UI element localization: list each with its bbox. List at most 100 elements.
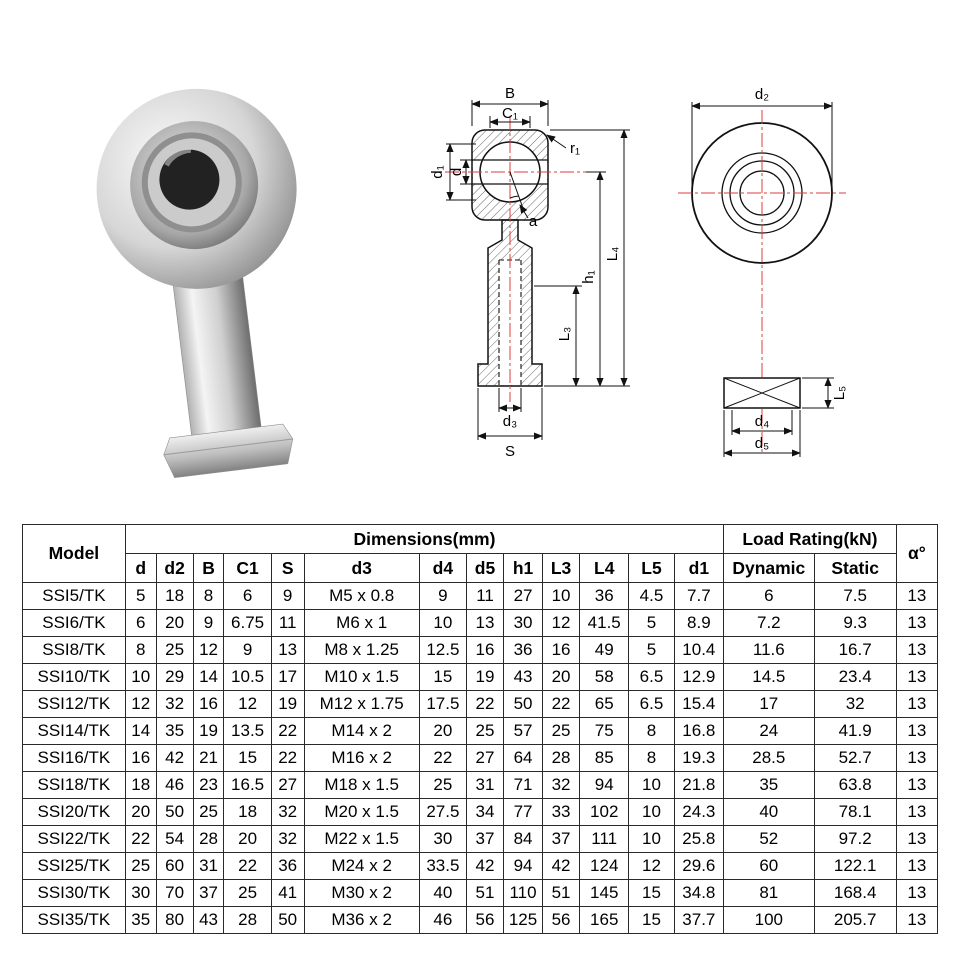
header-col-L5: L5 bbox=[628, 553, 675, 583]
value-cell: 40 bbox=[418, 879, 468, 907]
value-cell: M16 x 2 bbox=[303, 744, 420, 772]
value-cell: 15 bbox=[628, 906, 675, 934]
value-cell: 28 bbox=[192, 825, 225, 853]
model-cell: SSI22/TK bbox=[22, 825, 126, 853]
value-cell: 7.7 bbox=[673, 582, 725, 610]
value-cell: 27 bbox=[466, 744, 505, 772]
header-col-d4: d4 bbox=[418, 553, 468, 583]
value-cell: 6.5 bbox=[628, 663, 675, 691]
value-cell: 65 bbox=[579, 690, 630, 718]
value-cell: 14.5 bbox=[723, 663, 815, 691]
value-cell: 11 bbox=[466, 582, 505, 610]
value-cell: 8 bbox=[628, 744, 675, 772]
header-col-d1: d1 bbox=[673, 553, 725, 583]
value-cell: 16 bbox=[192, 690, 225, 718]
section-drawing: a B C₁ r₁ bbox=[429, 85, 630, 460]
value-cell: 29.6 bbox=[673, 852, 725, 880]
value-cell: 13 bbox=[895, 825, 939, 853]
value-cell: 71 bbox=[503, 771, 544, 799]
value-cell: 145 bbox=[579, 879, 630, 907]
value-cell: M30 x 2 bbox=[303, 879, 420, 907]
dim-label-a: a bbox=[529, 213, 538, 230]
dim-d: d bbox=[448, 159, 472, 185]
value-cell: 28.5 bbox=[723, 744, 815, 772]
value-cell: 16 bbox=[542, 636, 581, 664]
value-cell: 20 bbox=[155, 609, 194, 637]
value-cell: 25.8 bbox=[673, 825, 725, 853]
value-cell: 125 bbox=[503, 906, 544, 934]
dim-label-d3: d₃ bbox=[503, 413, 517, 430]
value-cell: 32 bbox=[270, 798, 305, 826]
value-cell: 6.75 bbox=[223, 609, 272, 637]
value-cell: 75 bbox=[579, 717, 630, 745]
value-cell: 9.3 bbox=[813, 609, 897, 637]
value-cell: 12 bbox=[542, 609, 581, 637]
value-cell: 8.9 bbox=[673, 609, 725, 637]
header-col-C1: C1 bbox=[223, 553, 272, 583]
value-cell: 13 bbox=[466, 609, 505, 637]
value-cell: 10.5 bbox=[223, 663, 272, 691]
value-cell: 16.5 bbox=[223, 771, 272, 799]
value-cell: 77 bbox=[503, 798, 544, 826]
value-cell: 37 bbox=[466, 825, 505, 853]
value-cell: 24 bbox=[723, 717, 815, 745]
value-cell: 22 bbox=[270, 744, 305, 772]
value-cell: 57 bbox=[503, 717, 544, 745]
value-cell: 56 bbox=[466, 906, 505, 934]
value-cell: 52.7 bbox=[813, 744, 897, 772]
value-cell: 49 bbox=[579, 636, 630, 664]
value-cell: 12 bbox=[192, 636, 225, 664]
dim-d3: d₃ bbox=[498, 388, 522, 430]
value-cell: 42 bbox=[155, 744, 194, 772]
bearing-shank bbox=[172, 273, 263, 442]
dim-label-d5: d₅ bbox=[755, 435, 769, 452]
bearing-body bbox=[96, 88, 297, 478]
value-cell: 13 bbox=[895, 798, 939, 826]
value-cell: 20 bbox=[418, 717, 468, 745]
value-cell: 21 bbox=[192, 744, 225, 772]
dim-label-L3: L₃ bbox=[556, 327, 573, 341]
hex-nut bbox=[163, 423, 294, 478]
value-cell: 14 bbox=[124, 717, 157, 745]
value-cell: 18 bbox=[223, 798, 272, 826]
value-cell: 60 bbox=[723, 852, 815, 880]
dim-label-h1: h₁ bbox=[580, 270, 597, 283]
dim-label-d1: d₁ bbox=[429, 165, 446, 178]
value-cell: 85 bbox=[579, 744, 630, 772]
value-cell: 80 bbox=[155, 906, 194, 934]
header-model: Model bbox=[22, 524, 126, 583]
value-cell: 32 bbox=[155, 690, 194, 718]
value-cell: 110 bbox=[503, 879, 544, 907]
value-cell: 37 bbox=[542, 825, 581, 853]
value-cell: 18 bbox=[155, 582, 194, 610]
value-cell: 19 bbox=[466, 663, 505, 691]
value-cell: 17.5 bbox=[418, 690, 468, 718]
value-cell: 27 bbox=[270, 771, 305, 799]
value-cell: M36 x 2 bbox=[303, 906, 420, 934]
dim-label-C1: C₁ bbox=[502, 105, 518, 122]
value-cell: 13 bbox=[895, 771, 939, 799]
value-cell: 36 bbox=[503, 636, 544, 664]
dim-L3: L₃ bbox=[534, 285, 582, 387]
value-cell: 36 bbox=[579, 582, 630, 610]
value-cell: 25 bbox=[124, 852, 157, 880]
value-cell: 35 bbox=[155, 717, 194, 745]
value-cell: 16 bbox=[466, 636, 505, 664]
value-cell: 8 bbox=[192, 582, 225, 610]
value-cell: 25 bbox=[466, 717, 505, 745]
value-cell: 9 bbox=[270, 582, 305, 610]
value-cell: 168.4 bbox=[813, 879, 897, 907]
value-cell: 16 bbox=[124, 744, 157, 772]
value-cell: 15 bbox=[418, 663, 468, 691]
dim-h1: h₁ bbox=[580, 171, 606, 387]
value-cell: 50 bbox=[503, 690, 544, 718]
value-cell: 205.7 bbox=[813, 906, 897, 934]
value-cell: 43 bbox=[503, 663, 544, 691]
